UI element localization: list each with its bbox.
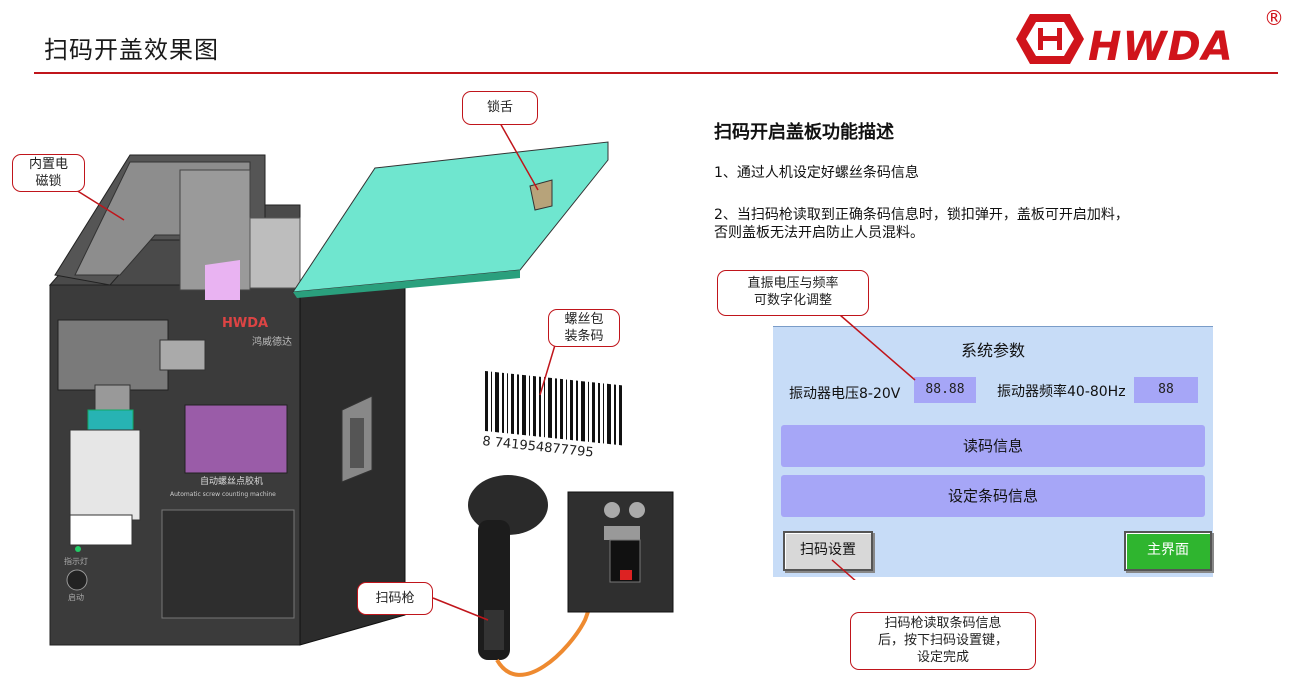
voltage-input[interactable]: 88.88 [914,377,976,403]
scan-setting-button[interactable]: 扫码设置 [783,531,873,571]
set-barcode-button[interactable]: 设定条码信息 [781,475,1205,517]
indicator-label: 指示灯 [64,556,88,566]
hwda-logo-icon [1016,14,1084,64]
callout-screw-barcode-line2: 装条码 [564,329,604,344]
title-divider [34,72,1278,74]
power-label: 启动 [68,592,84,602]
callout-scanner: 扫码枪 [357,582,433,615]
machine-illustration: HWDA 鸿威德达 自动螺丝点胶机 Automatic screw counti… [48,122,674,677]
machine-label-en: Automatic screw counting machine [170,491,276,498]
frequency-label: 振动器频率40-80Hz [997,384,1126,400]
callout-scan-note-line1: 扫码枪读取条码信息 [884,616,1002,631]
machine-label-cn: 自动螺丝点胶机 [200,475,263,487]
description-item-2-line-2: 否则盖板无法开启防止人员混料。 [714,225,924,241]
hmi-system-parameters-panel: 系统参数 振动器电压8-20V 88.88 振动器频率40-80Hz 88 读码… [773,326,1213,577]
callout-screw-barcode: 螺丝包 装条码 [548,309,620,347]
read-info-button[interactable]: 读码信息 [781,425,1205,467]
barcode-scanner-icon [468,475,617,677]
description-item-1: 1、通过人机设定好螺丝条码信息 [714,165,919,181]
logo-text: HWDA [1088,24,1234,70]
description-item-2-line-1: 2、当扫码枪读取到正确条码信息时，锁扣弹开，盖板可开启加料， [714,207,1129,223]
callout-builtin-lock-line2: 磁锁 [35,174,62,189]
machine-brand-cn: 鸿威德达 [252,335,292,348]
callout-screw-barcode-line1: 螺丝包 [564,312,604,327]
description-title: 扫码开启盖板功能描述 [714,122,894,143]
voltage-label: 振动器电压8-20V [789,386,901,402]
frequency-input[interactable]: 88 [1134,377,1198,403]
callout-voltage-frequency-line2: 可数字化调整 [753,293,832,308]
callout-scan-note-line2: 后，按下扫码设置键， [877,633,1008,648]
barcode-icon: 8 741954877795 [478,368,638,461]
callout-scan-note-line3: 设定完成 [916,650,969,665]
machine-brand: HWDA [222,316,268,331]
hmi-panel-title: 系统参数 [960,341,1025,360]
callout-voltage-frequency: 直振电压与频率 可数字化调整 [717,270,869,316]
callout-scan-note: 扫码枪读取条码信息 后，按下扫码设置键， 设定完成 [850,612,1036,670]
callout-voltage-frequency-line1: 直振电压与频率 [747,276,839,291]
callout-builtin-lock-line1: 内置电 [28,157,68,172]
slide-title: 扫码开盖效果图 [44,36,219,64]
callout-builtin-lock: 内置电 磁锁 [12,154,85,192]
main-menu-button[interactable]: 主界面 [1124,531,1212,571]
callout-lock-tongue: 锁舌 [462,91,538,125]
hmi-callout-connectors [831,314,916,580]
registered-mark: ® [1264,6,1284,30]
